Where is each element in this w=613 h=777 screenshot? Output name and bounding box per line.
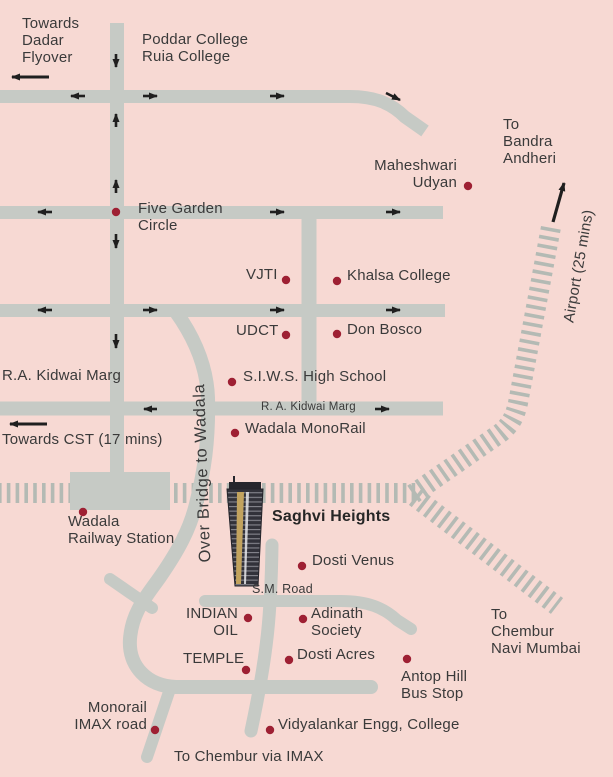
road-through-saghvi: [244, 538, 279, 738]
roads: [0, 23, 445, 763]
marker-antop-hill-bus-stop: [402, 654, 412, 664]
label-to-chembur-via-imax: To Chembur via IMAX: [174, 748, 324, 765]
marker-vjti: [281, 275, 291, 285]
label-poddar-ruia-college: Poddar College Ruia College: [142, 31, 249, 65]
label-don-bosco: Don Bosco: [347, 321, 423, 338]
label-udct: UDCT: [236, 322, 279, 339]
label-maheshwari-udyan: Maheshwari Udyan: [374, 157, 457, 191]
railway-chembur-branch: [408, 489, 564, 614]
label-towards-dadar-flyover: Towards Dadar Flyover: [22, 15, 80, 66]
label-wadala-railway-station: Wadala Railway Station: [68, 513, 175, 547]
marker-five-garden-circle: [111, 207, 121, 217]
marker-khalsa-college: [332, 276, 342, 286]
label-siws-high-school: S.I.W.S. High School: [243, 368, 387, 385]
marker-vidyalankar-college: [265, 725, 275, 735]
saghvi-heights-tower-illustration: [226, 476, 264, 587]
label-adinath-society: Adinath Society: [311, 605, 364, 639]
marker-dosti-acres: [284, 655, 294, 665]
label-vidyalankar-engg-college: Vidyalankar Engg, College: [278, 716, 460, 733]
location-markers: [78, 181, 473, 735]
label-ra-kidwai-marg: R.A. Kidwai Marg: [2, 367, 122, 384]
arrow-to-bandra-icon: [551, 182, 566, 223]
road-to-imax: [141, 680, 177, 763]
road-sm-road: [199, 595, 417, 635]
railway-airport-branch: [407, 225, 561, 503]
label-wadala-monorail: Wadala MonoRail: [245, 420, 366, 437]
label-khalsa-college: Khalsa College: [347, 267, 451, 284]
marker-dosti-venus: [297, 561, 307, 571]
label-sm-road: S.M. Road: [252, 582, 313, 596]
label-five-garden-circle: Five Garden Circle: [138, 200, 223, 234]
label-dosti-acres: Dosti Acres: [297, 646, 376, 663]
label-vjti: VJTI: [246, 266, 278, 283]
marker-udct: [281, 330, 291, 340]
marker-monorail-imax-road: [150, 725, 160, 735]
label-monorail-imax-road: Monorail IMAX road: [74, 699, 147, 733]
road-station-stub: [104, 573, 158, 614]
road-over-bridge-loop: [122, 305, 378, 694]
marker-maheshwari-udyan: [463, 181, 473, 191]
marker-adinath-society: [298, 614, 308, 624]
label-ra-kidwai-marg-on-road: R. A. Kidwai Marg: [261, 401, 356, 413]
label-towards-cst: Towards CST (17 mins): [2, 431, 163, 448]
wadala-station-building: [70, 472, 170, 510]
marker-don-bosco: [332, 329, 342, 339]
label-dosti-venus: Dosti Venus: [312, 552, 395, 569]
marker-siws-high-school: [227, 377, 237, 387]
arrow-right-icon: [385, 91, 401, 102]
label-saghvi-heights: Saghvi Heights: [272, 508, 391, 525]
label-antop-hill-bus-stop: Antop Hill Bus Stop: [401, 668, 468, 702]
railway-tracks: [0, 225, 564, 614]
label-to-bandra-andheri: To Bandra Andheri: [503, 116, 557, 167]
direction-arrows: [9, 54, 566, 428]
marker-wadala-railway-station: [78, 507, 88, 517]
label-indian-oil: INDIAN OIL: [186, 605, 239, 639]
marker-indian-oil: [243, 613, 253, 623]
road-top-horizontal: [0, 90, 429, 137]
label-temple: TEMPLE: [183, 650, 245, 667]
marker-temple: [241, 665, 251, 675]
marker-wadala-monorail: [230, 428, 240, 438]
label-to-chembur-navi-mumbai: To Chembur Navi Mumbai: [491, 606, 581, 657]
